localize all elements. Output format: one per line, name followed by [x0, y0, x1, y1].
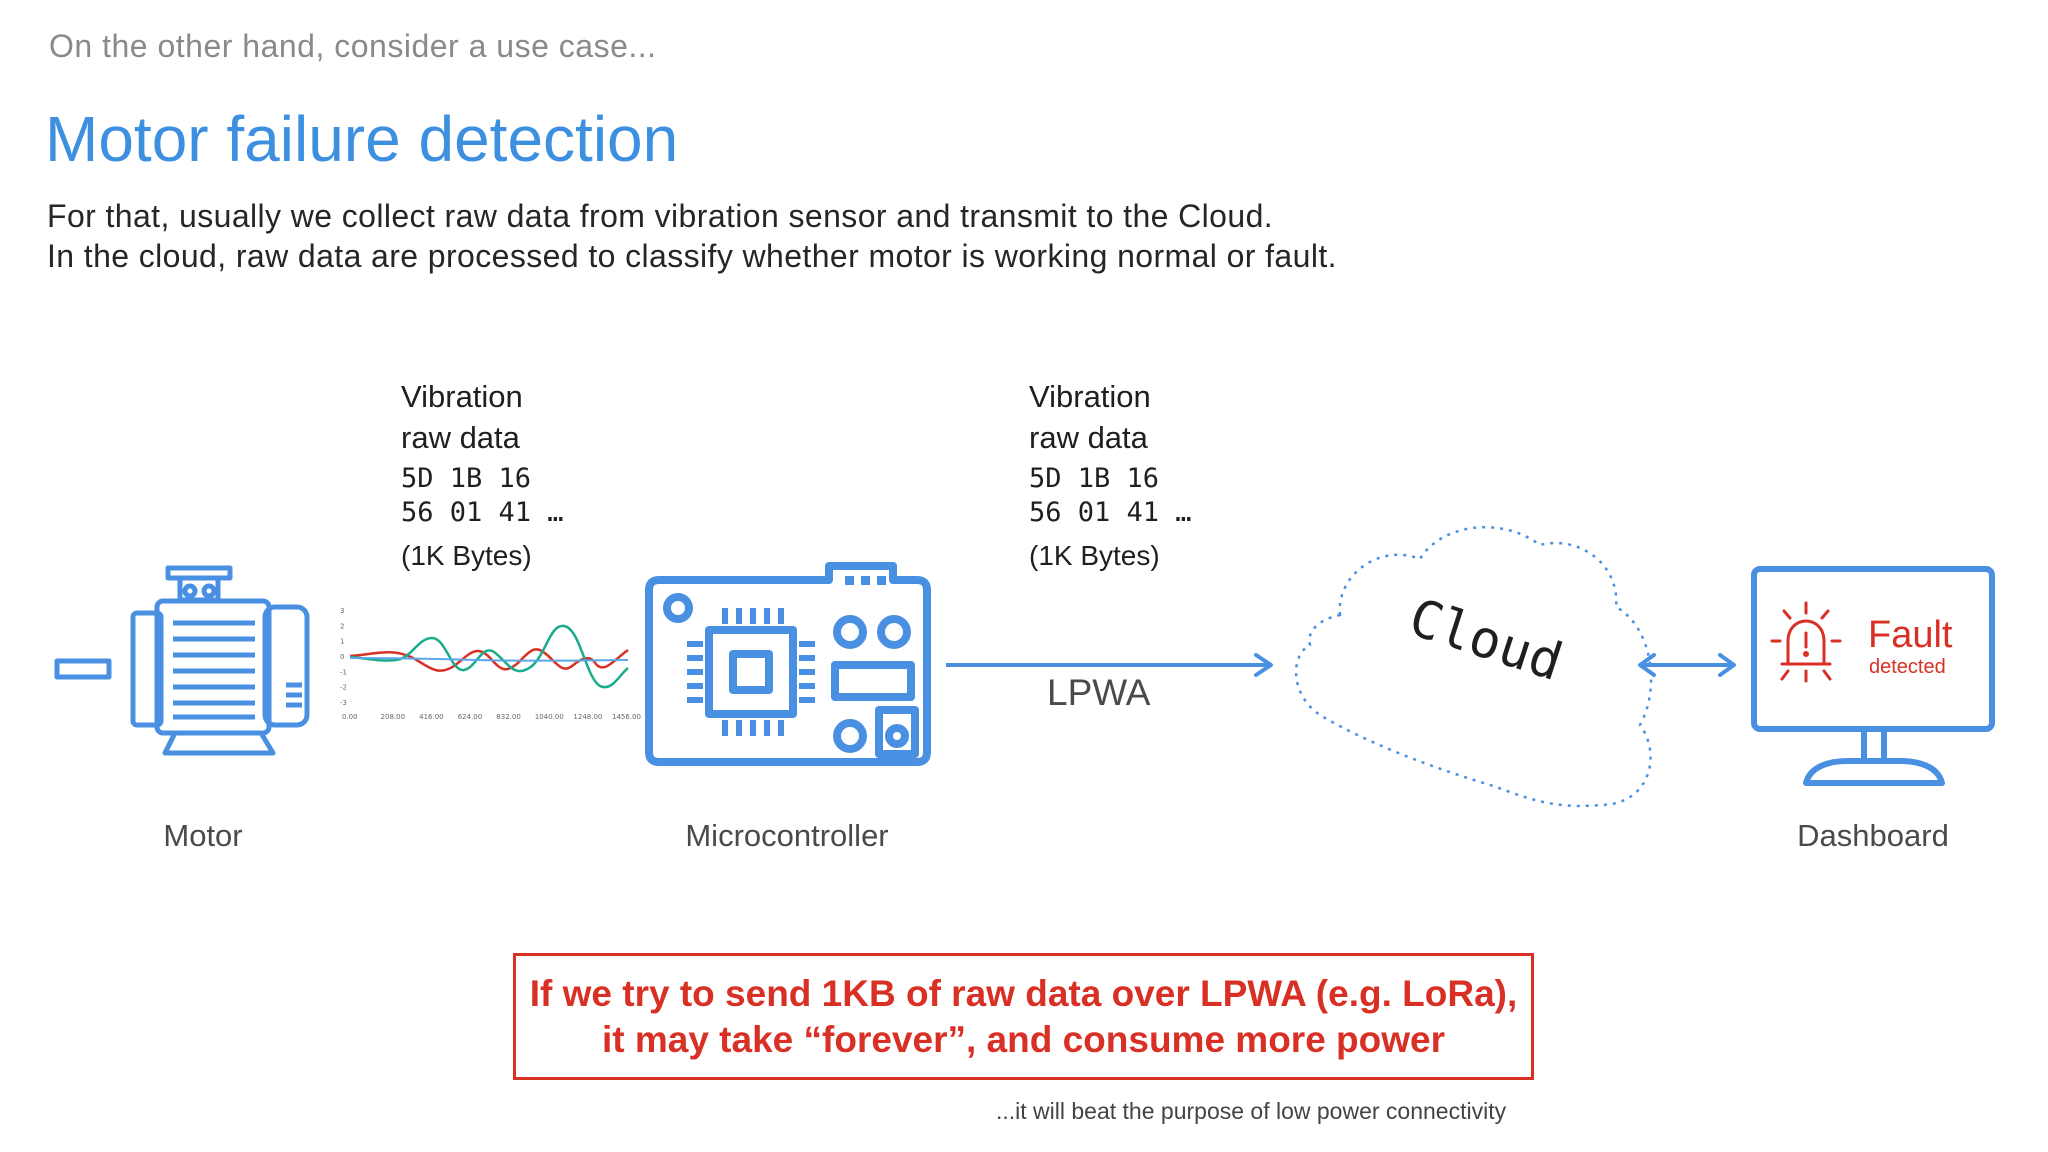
- raw-data-subtitle-2: raw data: [1029, 420, 1148, 455]
- raw-data-title-1: Vibration: [401, 379, 523, 414]
- footnote: ...it will beat the purpose of low power…: [996, 1098, 1507, 1124]
- raw-data-size-1: (1K Bytes): [401, 540, 532, 571]
- chart-x-tick: 0.00: [342, 713, 358, 721]
- raw-data-title-2: Vibration: [1029, 379, 1151, 414]
- chart-x-tick: 624.00: [458, 713, 483, 721]
- chart-x-tick: 1040.00: [535, 713, 564, 721]
- vibration-series-green: [349, 624, 629, 689]
- chart-y-tick: 0: [340, 653, 344, 661]
- chart-x-tick: 1248.00: [573, 713, 602, 721]
- chart-x-tick: 208.00: [381, 713, 405, 721]
- warning-callout: If we try to send 1KB of raw data over L…: [513, 953, 1534, 1080]
- alarm-icon: [1770, 601, 1842, 683]
- vibration-chart: 3 2 1 0 -1 -2 -3 0.00 208.00 416.00 624.00 832.00 10…: [340, 607, 641, 721]
- description-line-2: In the cloud, raw data are processed to …: [47, 238, 1337, 274]
- raw-data-hex-2b: 56 01 41 …: [1029, 497, 1192, 528]
- description-line-1: For that, usually we collect raw data fr…: [47, 198, 1274, 234]
- vibration-series-blue: [349, 657, 629, 662]
- cloud-label: Cloud: [1402, 588, 1569, 693]
- raw-data-subtitle-1: raw data: [401, 420, 520, 455]
- warning-line-1: If we try to send 1KB of raw data over L…: [529, 972, 1518, 1014]
- chart-y-tick: 1: [340, 638, 344, 646]
- raw-data-size-2: (1K Bytes): [1029, 540, 1160, 571]
- fault-subtitle: detected: [1869, 656, 1946, 678]
- raw-data-block-1: Vibration raw data 5D 1B 16 56 01 41 … (…: [401, 376, 564, 572]
- fault-title: Fault: [1868, 614, 1953, 656]
- microcontroller-icon: [645, 562, 931, 766]
- lpwa-arrow: [946, 653, 1273, 677]
- chart-y-tick: 3: [340, 607, 344, 615]
- chart-y-tick: -3: [340, 699, 347, 707]
- motor-icon: [54, 565, 310, 756]
- slide-title: Motor failure detection: [45, 103, 679, 175]
- raw-data-hex-1a: 5D 1B 16: [401, 463, 532, 494]
- chart-y-tick: -2: [340, 684, 347, 692]
- lpwa-label: LPWA: [1047, 672, 1151, 713]
- bidirectional-arrow: [1638, 653, 1736, 677]
- chart-y-tick: 2: [340, 622, 344, 630]
- chart-x-tick: 416.00: [419, 713, 444, 721]
- chart-x-tick: 1456.00: [612, 713, 641, 721]
- cloud-icon: Cloud: [1294, 525, 1653, 808]
- chart-x-tick: 832.00: [496, 713, 521, 721]
- dashboard-label: Dashboard: [1797, 818, 1949, 853]
- vibration-series-red: [349, 648, 629, 672]
- raw-data-hex-2a: 5D 1B 16: [1029, 463, 1160, 494]
- raw-data-hex-1b: 56 01 41 …: [401, 497, 564, 528]
- microcontroller-label: Microcontroller: [685, 818, 889, 853]
- monitor-icon: Fault detected: [1751, 566, 1995, 786]
- warning-line-2: it may take “forever”, and consume more …: [601, 1018, 1446, 1060]
- chart-y-tick: -1: [340, 668, 347, 676]
- raw-data-block-2: Vibration raw data 5D 1B 16 56 01 41 … (…: [1029, 376, 1192, 572]
- motor-label: Motor: [163, 818, 243, 853]
- description: For that, usually we collect raw data fr…: [47, 196, 1337, 276]
- kicker-text: On the other hand, consider a use case..…: [49, 28, 657, 64]
